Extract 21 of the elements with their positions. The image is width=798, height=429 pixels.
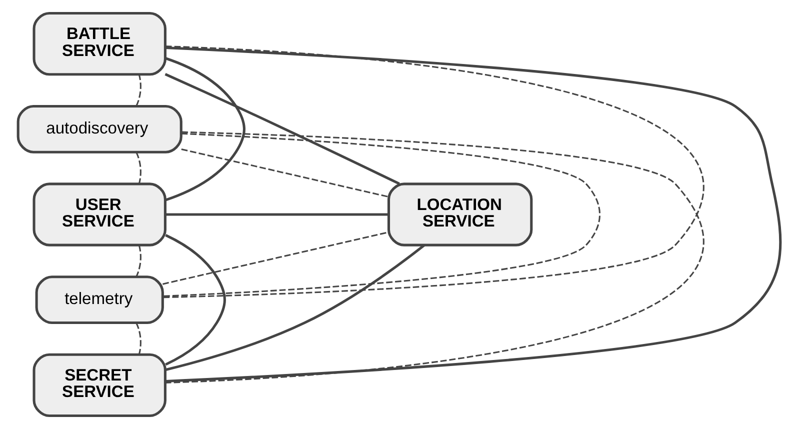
node-box: SECRET SERVICE [32,353,166,418]
connector [164,73,400,185]
connector [164,213,388,216]
node-box: telemetry [34,276,164,324]
connector [164,131,702,384]
connector [162,46,702,298]
node-box: BATTLE SERVICE [32,12,166,76]
connector [180,148,388,198]
connector [135,152,141,184]
node-box: autodiscovery [16,104,182,154]
connector [164,46,782,382]
connector [162,132,600,297]
node-box: USER SERVICE [32,182,166,246]
connector [135,322,141,354]
connector [164,244,425,372]
connector [164,57,245,202]
connector [164,234,226,366]
connector [135,74,141,106]
connector [162,231,388,285]
connector [135,245,141,278]
node-box: LOCATION SERVICE [386,182,532,246]
